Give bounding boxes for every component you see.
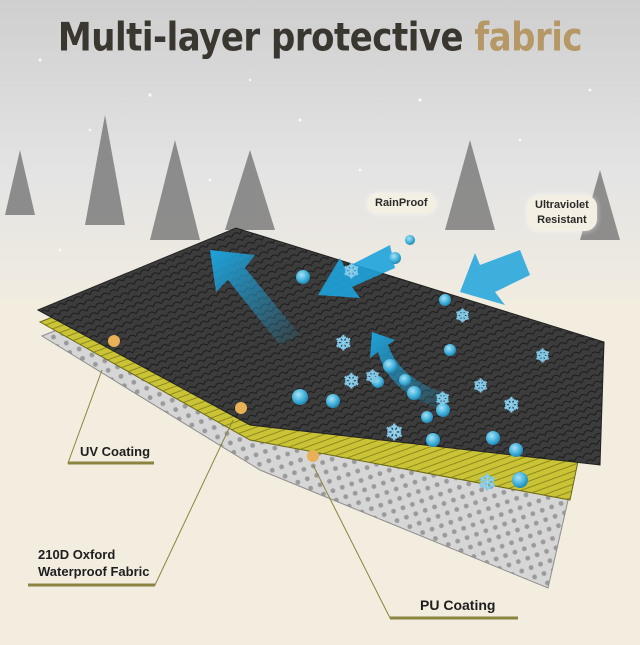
svg-text:❄: ❄ [503,393,520,417]
uv-coating-layer [36,227,605,466]
rainproof-badge: RainProof [367,193,436,214]
uv-coating-text: UV Coating [80,444,151,459]
title-accent: fabric [474,15,583,61]
svg-text:❄: ❄ [473,376,488,397]
water-droplets [292,235,528,488]
uv-arrow-icon [460,250,530,305]
uv-badge-line1: Ultraviolet [535,199,589,211]
oxford-fabric-label: 210D Oxford Waterproof Fabric [38,546,149,580]
svg-text:❄: ❄ [535,346,550,367]
svg-text:❄: ❄ [435,389,450,410]
oxford-line1: 210D Oxford [38,547,116,562]
pu-coating-label: PU Coating [420,597,495,614]
oxford-line2: Waterproof Fabric [38,564,150,579]
pu-coating-text: PU Coating [420,597,496,613]
page-title: Multi-layer protective fabric [0,15,640,61]
svg-text:❄: ❄ [478,471,496,496]
uv-resistant-badge: Ultraviolet Resistant [527,195,597,231]
rainproof-label: RainProof [375,197,428,209]
curved-arrow-icon [370,332,450,410]
snowy-trees [5,115,620,240]
breathable-arrow-icon [210,250,300,345]
title-main: Multi-layer protective [57,15,475,61]
uv-badge-line2: Resistant [537,214,587,226]
svg-text:❄: ❄ [385,421,403,446]
layer-marker-dots [108,335,319,462]
rain-arrow-left-icon [318,245,395,298]
leader-lines [28,369,518,620]
snowflake-icons: ❄ ❄ ❄ ❄ ❄ ❄ ❄ ❄ ❄ ❄ ❄ [335,259,551,497]
svg-text:❄: ❄ [343,369,360,393]
uv-coating-label: UV Coating [80,443,150,460]
svg-text:❄: ❄ [365,367,380,388]
svg-text:❄: ❄ [335,331,352,355]
svg-text:❄: ❄ [343,259,360,283]
svg-text:❄: ❄ [455,306,470,327]
